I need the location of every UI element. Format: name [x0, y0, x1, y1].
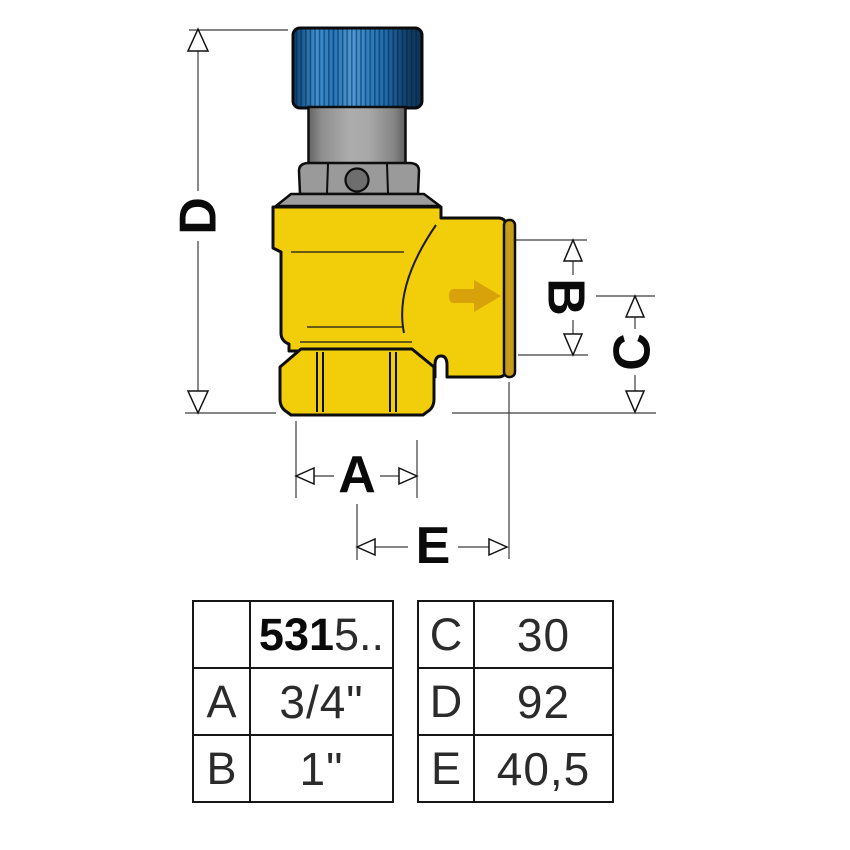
table-cell-label: A — [193, 668, 250, 735]
table-cell-value: 40,5 — [474, 735, 613, 802]
arrowhead-down-icon — [562, 333, 584, 357]
table-cell-label: C — [418, 601, 474, 668]
product-code-series: 531 — [258, 608, 335, 660]
valve-bonnet-cylinder — [307, 105, 407, 166]
bonnet-hex-facet-line — [326, 163, 329, 194]
arrowhead-right-icon — [398, 466, 419, 486]
spec-table-dimensions: C 30 D 92 E 40,5 — [417, 600, 614, 803]
flow-direction-arrow-icon — [449, 280, 501, 312]
table-cell-value: 30 — [474, 601, 613, 668]
table-cell-label: E — [418, 735, 474, 802]
outlet-face — [502, 218, 517, 379]
dimension-c — [452, 294, 656, 414]
table-cell-empty — [193, 601, 250, 668]
arrowhead-up-icon — [624, 294, 646, 318]
arrowhead-down-icon — [624, 390, 646, 414]
bonnet-seal-dot — [344, 167, 370, 193]
dimension-label-d: D — [170, 197, 228, 235]
dimension-a — [294, 421, 419, 498]
product-code-suffix: 5.. — [334, 608, 385, 660]
arrowhead-left-icon — [294, 466, 315, 486]
table-cell-value: 3/4" — [250, 668, 393, 735]
dimension-b — [516, 238, 588, 357]
bonnet-hex-facet-line — [386, 163, 389, 194]
table-cell-label: D — [418, 668, 474, 735]
table-cell-value: 1" — [250, 735, 393, 802]
dimension-label-e: E — [416, 517, 451, 575]
inlet-hex-nut — [278, 347, 436, 417]
arrowhead-down-icon — [186, 390, 210, 415]
body-contour-curve — [401, 224, 437, 334]
arrowhead-right-icon — [488, 537, 509, 557]
dimension-label-c: C — [604, 333, 662, 371]
table-cell-value: 92 — [474, 668, 613, 735]
dimension-label-b: B — [536, 278, 594, 316]
valve-flange — [274, 192, 442, 208]
dimension-d — [185, 27, 288, 415]
arrowhead-up-icon — [562, 238, 584, 262]
arrowhead-up-icon — [186, 27, 210, 52]
dimension-e — [355, 382, 510, 560]
table-cell-label: B — [193, 735, 250, 802]
dimension-label-a: A — [338, 446, 376, 504]
arrowhead-left-icon — [355, 537, 376, 557]
valve-illustration — [271, 26, 517, 417]
valve-cap-knurling — [293, 28, 422, 108]
